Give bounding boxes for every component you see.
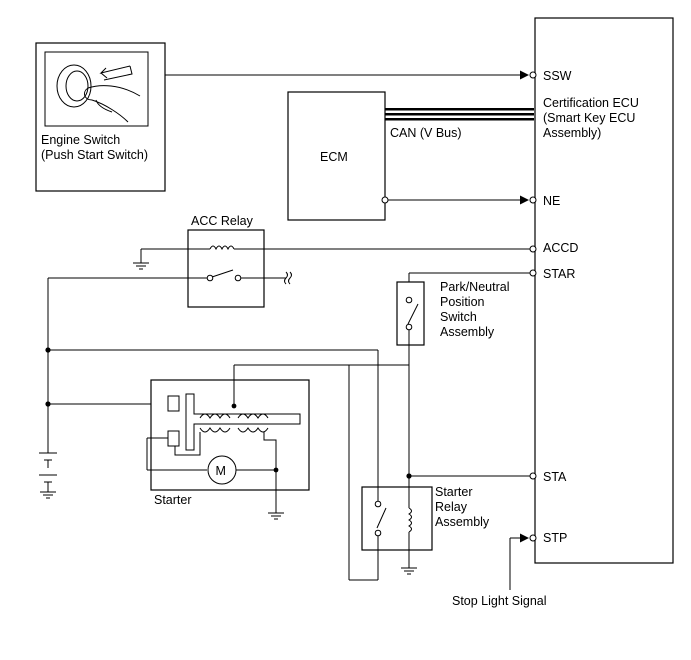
certification-ecu-label-line3: Assembly): [543, 126, 601, 140]
acc-relay: ACC Relay: [187, 214, 265, 308]
starter-relay-label-line1: Starter: [435, 485, 473, 499]
certification-ecu-box: [534, 17, 674, 564]
pin-label-sta: STA: [543, 470, 567, 484]
push-button-icon: [56, 64, 141, 123]
can-bus: CAN (V Bus): [385, 108, 534, 140]
starter-box: [150, 379, 310, 491]
pn-switch-label-line3: Switch: [440, 310, 477, 324]
engine-switch-label-line2: (Push Start Switch): [41, 148, 148, 162]
pin-label-ssw: SSW: [543, 69, 572, 83]
starter: Starter M: [146, 364, 409, 520]
park-neutral-switch-box: [396, 281, 425, 346]
certification-ecu-label-line2: (Smart Key ECU: [543, 111, 635, 125]
pin-label-ne: NE: [543, 194, 560, 208]
pin-label-stp: STP: [543, 531, 567, 545]
starter-relay-label-line3: Assembly: [435, 515, 490, 529]
wire-acc-contact: [48, 271, 292, 285]
wire-ne: [381, 195, 537, 205]
pin-label-star: STAR: [543, 267, 575, 281]
engine-switch-illustration-frame: [44, 51, 149, 127]
acc-relay-label: ACC Relay: [191, 214, 254, 228]
battery-bus: [39, 278, 378, 499]
engine-switch-label-line1: Engine Switch: [41, 133, 120, 147]
can-bus-label: CAN (V Bus): [390, 126, 462, 140]
starter-label: Starter: [154, 493, 192, 507]
pn-switch-label-line2: Position: [440, 295, 485, 309]
acc-relay-box: [187, 229, 265, 308]
stop-light-signal-label: Stop Light Signal: [452, 594, 547, 608]
wire-stp: Stop Light Signal: [452, 533, 547, 608]
park-neutral-switch: Park/Neutral Position Switch Assembly: [396, 269, 537, 480]
engine-switch: Engine Switch (Push Start Switch): [35, 42, 166, 192]
engine-switch-box: [35, 42, 166, 192]
certification-ecu-label-line1: Certification ECU: [543, 96, 639, 110]
ecm-box: [287, 91, 386, 221]
pn-switch-label-line1: Park/Neutral: [440, 280, 509, 294]
certification-ecu: Certification ECU (Smart Key ECU Assembl…: [534, 17, 674, 564]
wire-ssw: [165, 70, 537, 80]
pn-switch-label-line4: Assembly: [440, 325, 495, 339]
motor-symbol: M: [216, 464, 226, 478]
pin-label-accd: ACCD: [543, 241, 578, 255]
wire-accd: [133, 245, 537, 270]
starter-relay: Starter Relay Assembly: [348, 350, 490, 581]
ecm: ECM: [287, 91, 386, 221]
ecm-label: ECM: [320, 150, 348, 164]
starter-relay-label-line2: Relay: [435, 500, 468, 514]
starter-relay-box: [361, 486, 433, 551]
